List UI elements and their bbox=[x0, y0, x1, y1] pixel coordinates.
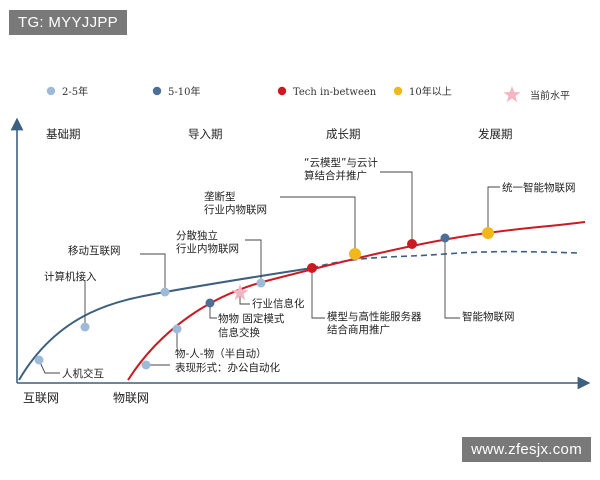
phase-introduction: 导入期 bbox=[188, 127, 223, 141]
marker-human-machine bbox=[34, 355, 44, 365]
legend-dot-5-10 bbox=[152, 86, 162, 96]
marker-fixed-mode bbox=[172, 324, 182, 334]
leader-model bbox=[311, 268, 325, 319]
legend-label-5-10: 5-10年 bbox=[168, 85, 200, 98]
leader-smart-iot bbox=[444, 238, 460, 319]
phase-foundation: 基础期 bbox=[46, 127, 81, 141]
phase-labels: 基础期 导入期 成长期 发展期 bbox=[46, 127, 513, 141]
marker-semi-auto bbox=[141, 360, 151, 370]
label-smart-iot: 智能物联网 bbox=[462, 310, 515, 323]
label-fixed-2: 信息交换 bbox=[218, 326, 260, 339]
legend-dot-10plus bbox=[393, 86, 403, 96]
phase-development: 发展期 bbox=[478, 127, 513, 141]
marker-cloud bbox=[407, 239, 417, 249]
label-industry-info: 行业信息化 bbox=[252, 297, 305, 310]
marker-exchange bbox=[205, 298, 215, 308]
leader-human-machine bbox=[38, 359, 60, 374]
marker-computer-access bbox=[80, 322, 90, 332]
leader-lines bbox=[38, 171, 500, 374]
legend-label-current: 当前水平 bbox=[530, 89, 570, 102]
watermark-bottom: www.zfesjx.com bbox=[462, 437, 591, 462]
label-monopoly-2: 行业内物联网 bbox=[204, 203, 267, 216]
iot-markers bbox=[141, 227, 494, 370]
current-level-star-icon bbox=[231, 284, 249, 301]
label-mobile-internet: 移动互联网 bbox=[68, 244, 121, 257]
label-internet-axis: 互联网 bbox=[23, 391, 59, 405]
leader-industry-info bbox=[239, 293, 250, 305]
internet-markers bbox=[34, 278, 266, 365]
label-model-1: 模型与高性能服务器 bbox=[327, 310, 422, 323]
label-cloud-2: 算结合并推广 bbox=[304, 169, 367, 182]
label-monopoly-1: 垄断型 bbox=[204, 190, 236, 203]
label-scattered-2: 行业内物联网 bbox=[176, 242, 239, 255]
label-model-2: 结合商用推广 bbox=[327, 323, 390, 336]
label-human-machine: 人机交互 bbox=[62, 367, 104, 380]
legend-label-10plus: 10年以上 bbox=[409, 85, 452, 98]
leader-mobile-internet bbox=[140, 253, 166, 292]
marker-smart-iot bbox=[440, 233, 450, 243]
leader-fixed bbox=[209, 303, 217, 319]
leader-scattered bbox=[245, 239, 262, 283]
legend-dot-tech bbox=[277, 86, 287, 96]
label-semi-2: 表现形式：办公自动化 bbox=[175, 361, 280, 374]
legend-dot-2-5 bbox=[46, 86, 56, 96]
watermark-top: TG: MYYJJPP bbox=[9, 10, 127, 35]
leader-monopoly bbox=[280, 196, 356, 254]
leader-unified bbox=[487, 186, 500, 233]
marker-scattered bbox=[256, 278, 266, 288]
marker-tech-intersection bbox=[307, 263, 317, 273]
label-cloud-1: “云模型”与云计 bbox=[304, 156, 378, 169]
label-fixed-1: 物物 固定模式 bbox=[218, 312, 285, 325]
legend-star-icon bbox=[503, 86, 521, 103]
label-scattered-1: 分散独立 bbox=[176, 229, 218, 242]
annotations: 人机交互 计算机接入 移动互联网 分散独立 行业内物联网 垄断型 行业内物联网 … bbox=[44, 156, 576, 380]
legend: 2-5年 5-10年 Tech in-between 10年以上 当前水平 bbox=[46, 85, 570, 103]
marker-mobile-internet bbox=[160, 287, 170, 297]
phase-growth: 成长期 bbox=[326, 127, 361, 141]
marker-monopoly bbox=[349, 248, 361, 260]
label-semi-1: 物-人-物（半自动） bbox=[175, 347, 267, 360]
legend-label-tech: Tech in-between bbox=[293, 87, 377, 98]
label-iot-axis: 物联网 bbox=[113, 391, 149, 405]
label-unified: 统一智能物联网 bbox=[502, 181, 576, 194]
axes bbox=[10, 117, 591, 390]
leader-cloud bbox=[380, 171, 413, 244]
legend-label-2-5: 2-5年 bbox=[62, 85, 88, 98]
label-computer-access: 计算机接入 bbox=[44, 270, 97, 283]
marker-unified bbox=[482, 227, 494, 239]
